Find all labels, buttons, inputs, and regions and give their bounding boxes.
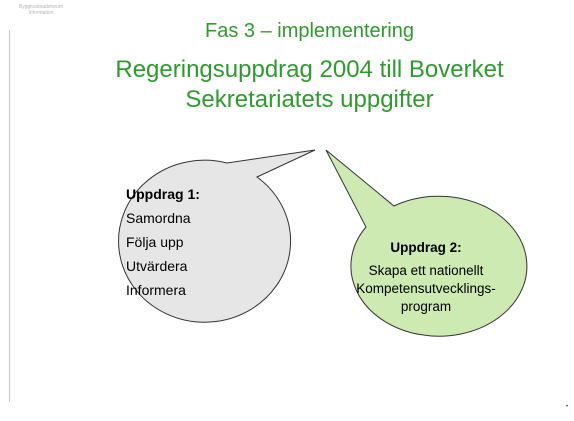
bubble-2-text: Uppdrag 2: Skapa ett nationellt Kompeten… <box>346 239 506 316</box>
speech-bubble-2 <box>325 149 528 337</box>
logo-line-1: Byggkostnadsforum <box>18 4 64 10</box>
bubble-1-item: Följa upp <box>126 234 184 250</box>
bubble-1-item: Utvärdera <box>126 258 188 274</box>
bubble-1-text: Uppdrag 1: Samordna Följa upp Utvärdera … <box>126 182 200 302</box>
bubble-2-line: Kompetensutvecklings- <box>356 281 496 296</box>
slide-title-line-1: Regeringsuppdrag 2004 till Boverket <box>115 56 504 83</box>
bubble-1-item: Samordna <box>126 210 191 226</box>
page-marker: • <box>566 404 569 410</box>
bubble-1-heading: Uppdrag 1: <box>126 186 200 202</box>
left-margin-rule <box>9 30 10 402</box>
logo-line-2: Information <box>28 10 54 16</box>
speech-bubble-1 <box>118 149 316 323</box>
bubble-2-line: Skapa ett nationellt <box>368 263 484 278</box>
bubble-2-line: program <box>400 299 452 314</box>
logo: Byggkostnadsforum Information <box>11 4 71 16</box>
slide-title: Regeringsuppdrag 2004 till Boverket Sekr… <box>0 55 574 115</box>
bubble-1-item: Informera <box>126 282 186 298</box>
slide-title-line-2: Sekretariatets uppgifter <box>185 86 434 113</box>
slide-subtitle: Fas 3 – implementering <box>205 20 414 42</box>
bubble-2-heading: Uppdrag 2: <box>390 240 462 255</box>
